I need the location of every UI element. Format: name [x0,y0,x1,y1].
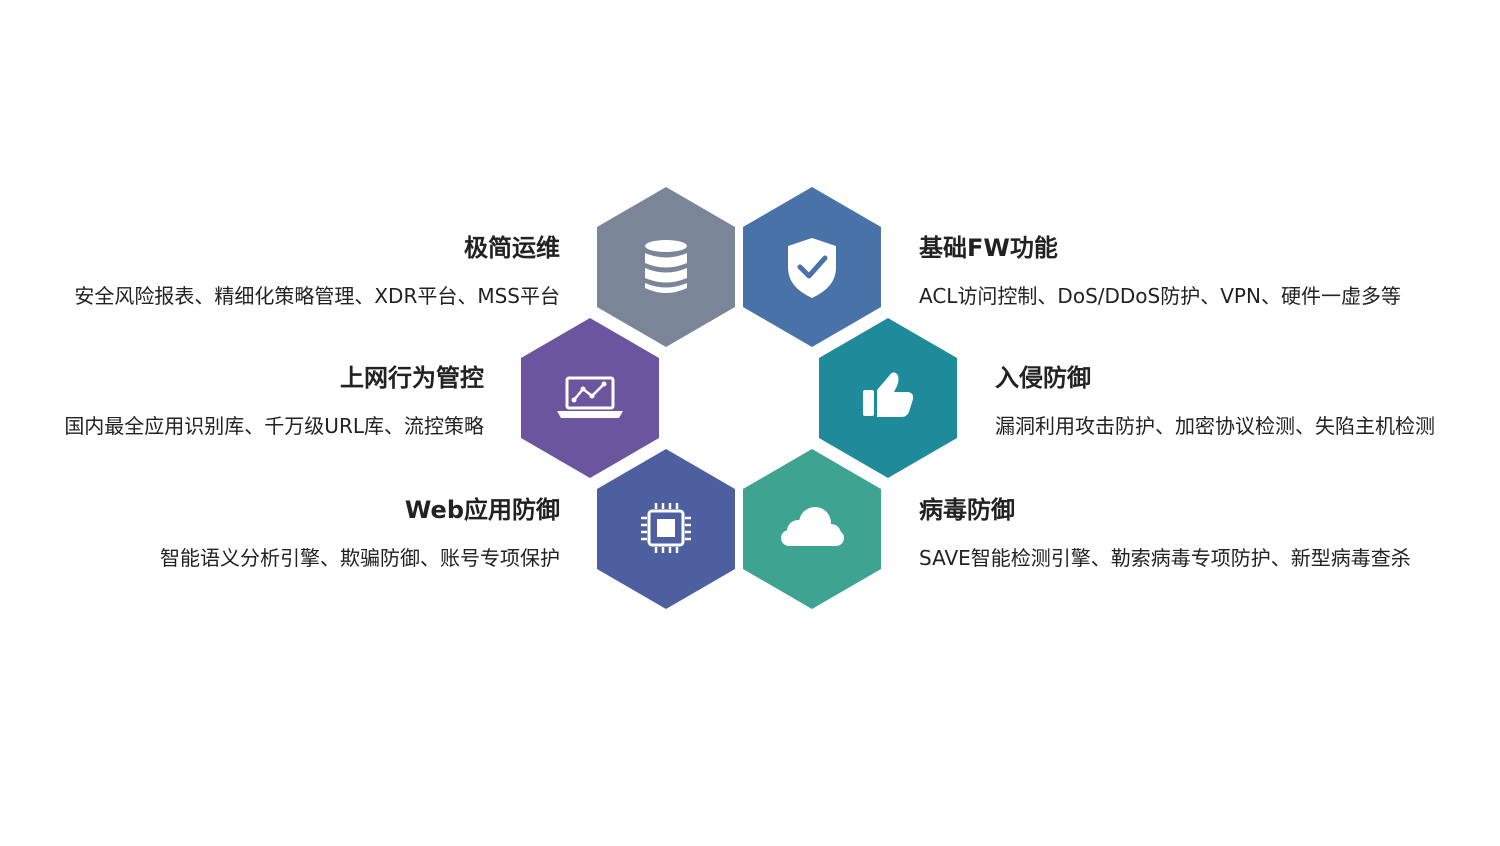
hexagon-fw [743,187,881,347]
desc-web: 智能语义分析引擎、欺骗防御、账号专项保护 [160,546,560,570]
cloud-icon [781,507,844,546]
desc-internet: 国内最全应用识别库、千万级URL库、流控策略 [64,414,484,438]
desc-intrusion: 漏洞利用攻击防护、加密协议检测、失陷主机检测 [995,414,1435,438]
desc-fw: ACL访问控制、DoS/DDoS防护、VPN、硬件一虚多等 [919,284,1401,308]
title-intrusion: 入侵防御 [995,364,1091,392]
desc-virus: SAVE智能检测引擎、勒索病毒专项防护、新型病毒查杀 [919,546,1411,570]
title-web: Web应用防御 [404,496,560,524]
hexagon-ops [597,187,735,347]
title-virus: 病毒防御 [919,496,1015,524]
hexagon-web [597,449,735,609]
hexagon-intrusion [819,318,957,478]
hexagon-internet [521,318,659,478]
hexagon-virus [743,449,881,609]
database-icon [645,240,687,293]
title-internet: 上网行为管控 [340,364,484,392]
thumbs-up-icon [863,372,914,417]
shield-check-icon [788,238,836,298]
desc-ops: 安全风险报表、精细化策略管理、XDR平台、MSS平台 [74,284,560,308]
title-ops: 极简运维 [464,234,560,262]
laptop-chart-icon [557,376,623,418]
chip-icon [641,503,691,553]
title-fw: 基础FW功能 [919,234,1058,262]
